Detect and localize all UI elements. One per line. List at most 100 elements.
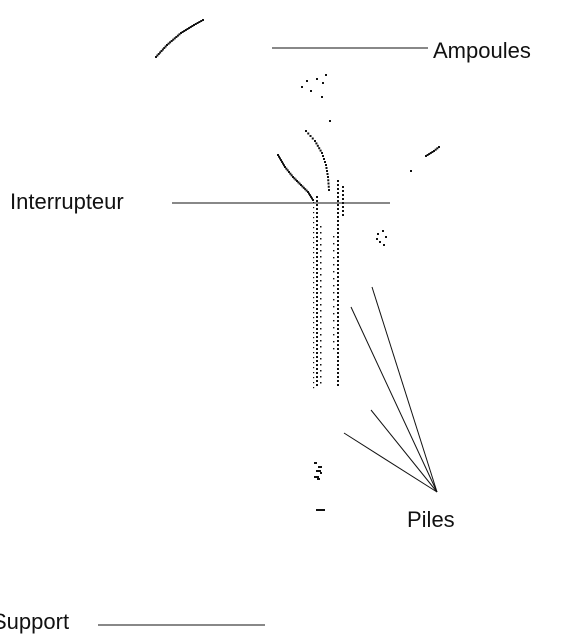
left-column-dots — [313, 196, 322, 389]
sketch-dot — [337, 204, 339, 206]
sketch-dot — [311, 197, 313, 200]
sketch-dot — [193, 24, 195, 26]
sketch-dot — [316, 470, 321, 472]
sketch-dot — [316, 248, 318, 250]
sketch-dot — [309, 194, 311, 197]
sketch-dot — [320, 340, 322, 342]
sketch-dot — [342, 214, 344, 216]
sketch-dot — [327, 176, 329, 178]
bulb-dots-sketch — [301, 74, 331, 122]
sketch-dot — [313, 367, 315, 369]
sketch-dot — [301, 185, 304, 188]
sketch-dot — [342, 206, 344, 208]
sketch-dot — [337, 260, 339, 262]
sketch-dot — [327, 179, 330, 182]
curve-left-sketch — [277, 154, 314, 201]
sketch-dot — [316, 300, 318, 302]
sketch-dot — [337, 276, 339, 278]
sketch-dot — [188, 27, 191, 29]
sketch-dot — [333, 250, 335, 252]
sketch-dot — [327, 182, 330, 185]
sketch-dot — [337, 352, 339, 354]
sketch-dot — [316, 280, 318, 282]
sketch-dot — [300, 184, 302, 186]
sketch-dot — [383, 244, 385, 246]
sketch-dot — [316, 196, 318, 198]
piles-leader-3 — [370, 409, 438, 493]
sketch-dot — [320, 262, 322, 264]
sketch-dot — [167, 42, 170, 45]
sketch-dot — [316, 284, 318, 286]
sketch-dot — [337, 184, 339, 186]
sketch-dot — [320, 292, 322, 294]
device-sketch — [155, 19, 440, 511]
sketch-dot — [309, 135, 312, 137]
sketch-dot — [316, 292, 318, 294]
sketch-dot — [316, 312, 318, 314]
sketch-dot — [183, 30, 186, 32]
label-ampoules: Ampoules — [433, 38, 531, 63]
sketch-dot — [342, 190, 344, 192]
sketch-dot — [316, 236, 318, 238]
sketch-dot — [163, 47, 166, 49]
sketch-dot — [317, 478, 320, 480]
sketch-dot — [326, 173, 329, 175]
sketch-dot — [286, 169, 289, 172]
sketch-dot — [325, 74, 327, 76]
sketch-dot — [426, 154, 429, 156]
base-marks — [314, 462, 325, 511]
sketch-dot — [191, 25, 194, 27]
sketch-dot — [313, 292, 315, 294]
sketch-dot — [159, 51, 162, 54]
sketch-dot — [337, 240, 339, 242]
sketch-dot — [327, 185, 330, 188]
sketch-dot — [333, 278, 335, 280]
sketch-dot — [307, 132, 310, 135]
sketch-dot — [180, 32, 182, 34]
sketch-dot — [342, 198, 344, 200]
sketch-dot — [279, 157, 281, 160]
sketch-dot — [178, 33, 181, 36]
sketch-dot — [316, 208, 318, 210]
sketch-dot — [431, 151, 434, 153]
sketch-dot — [316, 352, 318, 354]
sketch-dot — [313, 332, 315, 334]
sketch-dot — [313, 362, 315, 364]
sketch-dot — [324, 161, 326, 163]
sketch-dot — [278, 155, 280, 158]
sketch-dot — [425, 155, 427, 157]
leader-lines — [98, 47, 438, 626]
sketch-dot — [323, 158, 325, 160]
sketch-dot — [337, 180, 339, 182]
sketch-dot — [313, 302, 315, 304]
sketch-dot — [313, 252, 315, 254]
sketch-dot — [172, 38, 175, 41]
sketch-dot — [283, 164, 285, 167]
sketch-dot — [302, 186, 305, 189]
sketch-dot — [316, 384, 318, 386]
label-piles: Piles — [407, 507, 455, 532]
sketch-dot — [169, 41, 172, 44]
sketch-dot — [337, 380, 339, 382]
sketch-dot — [310, 90, 312, 92]
curve-center-sketch — [305, 130, 330, 191]
sketch-dot — [313, 262, 315, 264]
sketch-dot — [314, 140, 316, 142]
sketch-dot — [322, 82, 324, 84]
sketch-dot — [320, 304, 322, 306]
sketch-dot — [316, 224, 318, 226]
sketch-dot — [337, 336, 339, 338]
sketch-dot — [316, 356, 318, 358]
small-cluster-sketch — [376, 230, 387, 246]
sketch-dot — [316, 368, 318, 370]
sketch-dot — [313, 342, 315, 344]
sketch-dot — [313, 222, 315, 224]
sketch-dot — [333, 236, 335, 238]
sketch-dot — [337, 316, 339, 318]
sketch-dot — [320, 322, 322, 324]
sketch-dot — [290, 174, 293, 177]
sketch-dot — [313, 227, 315, 229]
sketch-dot — [313, 212, 315, 214]
sketch-dot — [313, 232, 315, 234]
